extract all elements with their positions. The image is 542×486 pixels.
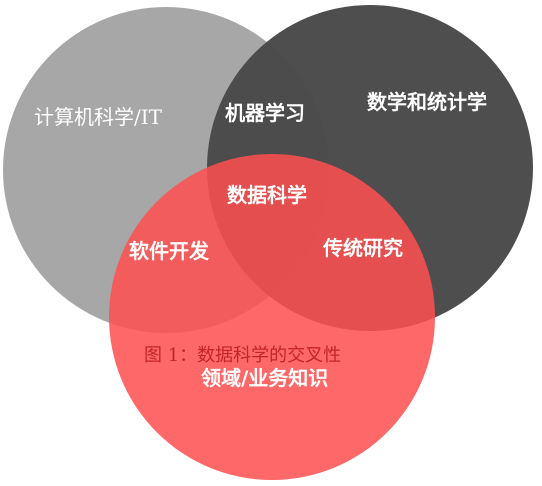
label-domain-knowledge: 领域/业务知识 (201, 366, 328, 390)
label-traditional-research: 传统研究 (322, 236, 403, 260)
circle-domain-knowledge (109, 154, 435, 480)
label-software-development: 软件开发 (129, 239, 210, 263)
label-math-statistics: 数学和统计学 (367, 90, 487, 114)
venn-labels: 计算机科学/IT 机器学习 数学和统计学 数据科学 软件开发 传统研究 图 1：… (34, 90, 487, 390)
venn-circles (3, 5, 533, 480)
label-computer-science: 计算机科学/IT (34, 105, 163, 129)
label-data-science: 数据科学 (227, 183, 307, 207)
figure-caption: 图 1：数据科学的交叉性 (144, 345, 341, 366)
label-machine-learning: 机器学习 (225, 101, 305, 125)
